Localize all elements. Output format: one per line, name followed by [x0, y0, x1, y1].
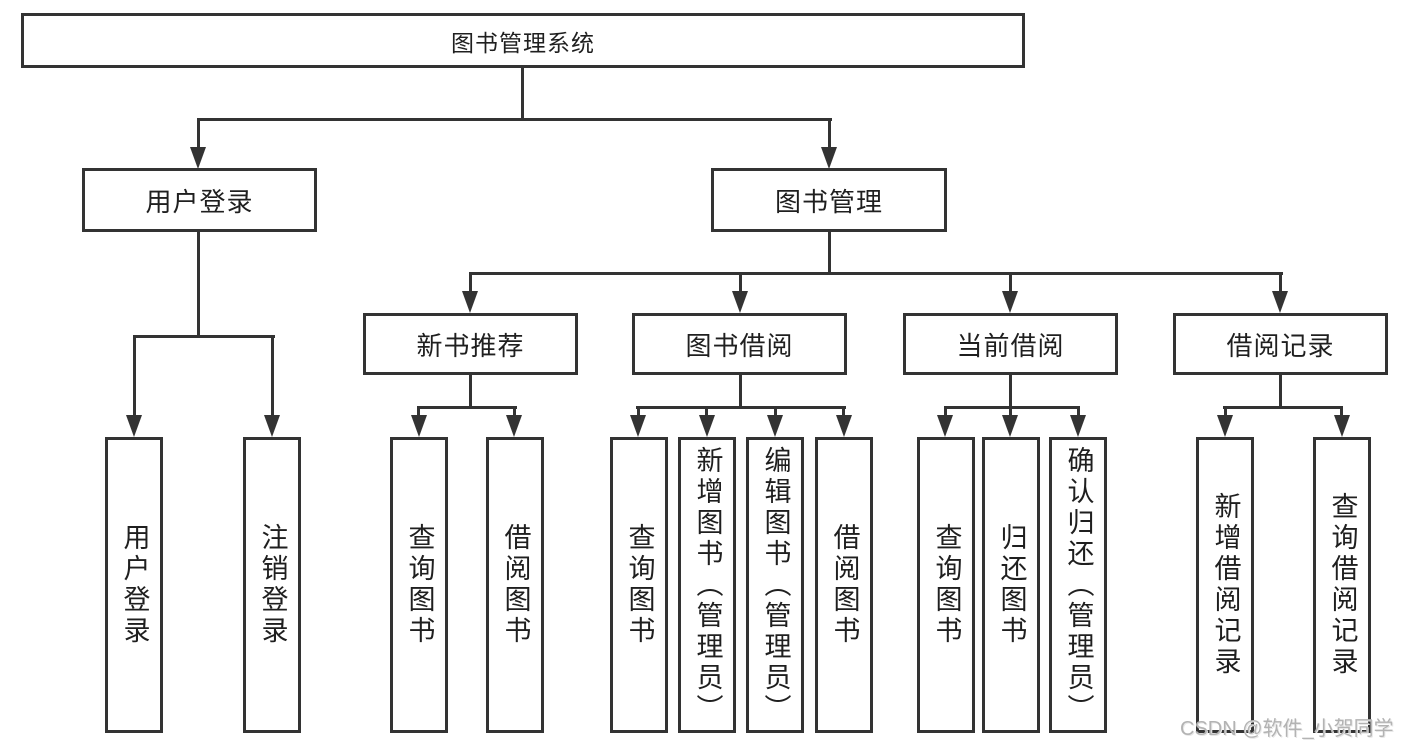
connector-user-login-branch: [133, 335, 275, 338]
connector-stem-cb-query: [944, 406, 947, 418]
connector-stem-cb-return: [1009, 406, 1012, 418]
connector-stem-borrow-records: [1279, 272, 1282, 294]
arrow-to-leaf-logout: [264, 415, 280, 437]
connector-nbr-branch: [417, 406, 517, 409]
leaf-nbr-borrow-books: 借阅图书: [486, 437, 544, 733]
connector-stem-nbr-borrow: [513, 406, 516, 418]
csdn-watermark: CSDN @软件_小贺同学: [1180, 718, 1394, 740]
connector-br-branch: [1223, 406, 1343, 409]
connector-book-management-branch: [469, 272, 1283, 275]
connector-root-stem: [521, 66, 524, 121]
arrow-to-book-borrow: [732, 291, 748, 313]
connector-bb-stem: [739, 373, 742, 409]
arrow-to-bb-add: [699, 415, 715, 437]
connector-cb-branch: [944, 406, 1080, 409]
leaf-cb-confirm-return-admin: 确认归还（管理员）: [1049, 437, 1107, 733]
node-user-login: 用户登录: [82, 168, 317, 232]
arrow-to-cb-query: [937, 415, 953, 437]
connector-user-login-stem: [197, 231, 200, 338]
node-borrow-records: 借阅记录: [1173, 313, 1388, 375]
connector-stem-br-add: [1224, 406, 1227, 418]
leaf-bb-edit-books-admin: 编辑图书（管理员）: [746, 437, 804, 733]
leaf-logout: 注销登录: [243, 437, 301, 733]
connector-stem-user-login: [197, 118, 200, 149]
arrow-to-bb-edit: [767, 415, 783, 437]
connector-stem-current-borrow: [1009, 272, 1012, 294]
connector-bb-branch: [636, 406, 846, 409]
arrow-to-bb-query: [630, 415, 646, 437]
arrow-to-cb-confirm: [1070, 415, 1086, 437]
connector-root-branch: [197, 118, 832, 121]
connector-stem-cb-confirm: [1077, 406, 1080, 418]
connector-stem-bb-add: [705, 406, 708, 418]
connector-stem-book-management: [828, 118, 831, 149]
arrow-to-borrow-records: [1272, 291, 1288, 313]
connector-stem-bb-borrow: [842, 406, 845, 418]
arrow-to-new-book-recommend: [462, 291, 478, 313]
leaf-bb-add-books-admin: 新增图书（管理员）: [678, 437, 736, 733]
arrow-to-current-borrow: [1002, 291, 1018, 313]
node-root: 图书管理系统: [21, 13, 1025, 68]
arrow-to-br-add: [1217, 415, 1233, 437]
node-book-management: 图书管理: [711, 168, 947, 232]
arrow-to-user-login: [190, 147, 206, 169]
leaf-bb-query-books: 查询图书: [610, 437, 668, 733]
arrow-to-cb-return: [1002, 415, 1018, 437]
connector-stem-bb-edit: [774, 406, 777, 418]
leaf-nbr-query-books: 查询图书: [390, 437, 448, 733]
arrow-to-nbr-borrow: [506, 415, 522, 437]
leaf-cb-query-books: 查询图书: [917, 437, 975, 733]
connector-nbr-stem: [469, 373, 472, 409]
connector-stem-new-book-recommend: [469, 272, 472, 294]
arrow-to-bb-borrow: [836, 415, 852, 437]
connector-stem-br-query: [1340, 406, 1343, 418]
connector-stem-leaf-logout: [271, 335, 274, 417]
connector-cb-stem: [1009, 373, 1012, 409]
connector-stem-leaf-user-login: [133, 335, 136, 417]
leaf-user-login: 用户登录: [105, 437, 163, 733]
connector-br-stem: [1279, 373, 1282, 409]
connector-stem-bb-query: [637, 406, 640, 418]
leaf-cb-return-books: 归还图书: [982, 437, 1040, 733]
leaf-br-add-record: 新增借阅记录: [1196, 437, 1254, 733]
node-new-book-recommend: 新书推荐: [363, 313, 578, 375]
arrow-to-br-query: [1334, 415, 1350, 437]
connector-book-management-stem: [828, 231, 831, 275]
leaf-br-query-record: 查询借阅记录: [1313, 437, 1371, 733]
leaf-bb-borrow-books: 借阅图书: [815, 437, 873, 733]
node-current-borrow: 当前借阅: [903, 313, 1118, 375]
connector-stem-nbr-query: [417, 406, 420, 418]
arrow-to-leaf-user-login: [126, 415, 142, 437]
arrow-to-nbr-query: [411, 415, 427, 437]
connector-stem-book-borrow: [739, 272, 742, 294]
node-book-borrow: 图书借阅: [632, 313, 847, 375]
arrow-to-book-management: [821, 147, 837, 169]
